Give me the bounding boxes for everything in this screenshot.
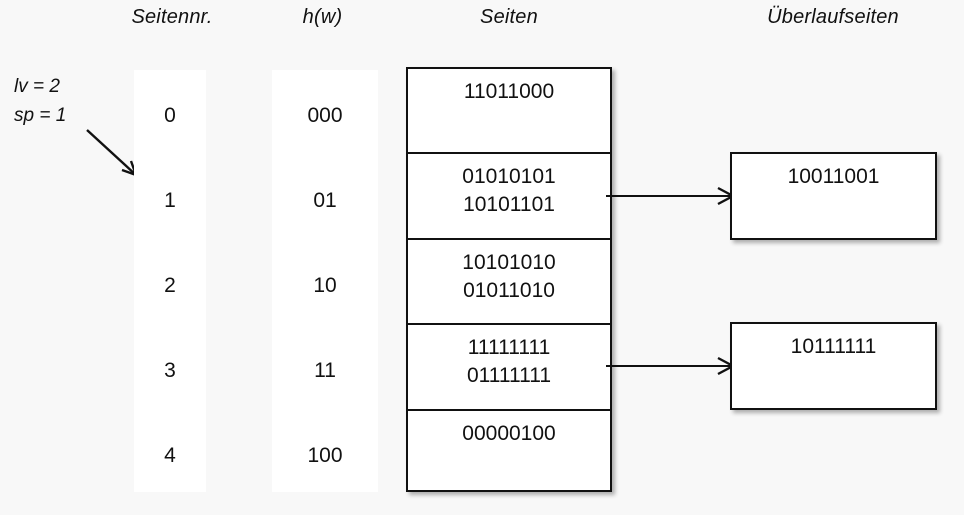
overflow-page-box-2: 10111111 <box>730 322 937 410</box>
hash-value-cell-1: 01 <box>313 189 337 212</box>
page-number-cell-0: 0 <box>164 104 176 127</box>
page-record-1-0: 01010101 <box>462 165 556 188</box>
page-number-cell-2: 2 <box>164 274 176 297</box>
page-record-4-0: 00000100 <box>462 422 556 445</box>
overflow-arrow-icon-2 <box>606 356 736 376</box>
overflow-record-0-0: 10011001 <box>787 165 880 188</box>
overflow-page-box-1: 10011001 <box>730 152 937 240</box>
hash-value-cell-4: 100 <box>307 444 343 467</box>
pages-box: 11011000 01010101 10101101 10101010 01011010… <box>406 67 612 492</box>
page-row-3: 11111111 01111111 <box>408 325 610 411</box>
overflow-arrow-icon-1 <box>606 186 736 206</box>
parameter-annotation: lv = 2 sp = 1 <box>14 72 66 130</box>
hash-value-cell-3: 11 <box>314 359 336 382</box>
hash-value-column: 000 01 10 11 100 <box>272 70 378 492</box>
parameter-sp: sp = 1 <box>14 105 67 126</box>
column-header-seiten: Seiten <box>480 6 538 28</box>
column-header-hw: h(w) <box>302 6 343 28</box>
page-row-1: 01010101 10101101 <box>408 154 610 240</box>
parameter-lv: lv = 2 <box>14 76 60 97</box>
overflow-record-1-0: 10111111 <box>790 335 877 358</box>
column-header-seitennr: Seitennr. <box>131 6 213 28</box>
page-record-0-0: 11011000 <box>463 80 555 103</box>
column-header-ueberlaufseiten: Überlaufseiten <box>767 6 899 28</box>
page-record-2-0: 10101010 <box>462 251 556 274</box>
page-number-cell-1: 1 <box>164 189 176 212</box>
page-row-0: 11011000 <box>408 69 610 154</box>
page-record-2-1: 01011010 <box>463 279 555 302</box>
hash-value-cell-2: 10 <box>313 274 337 297</box>
page-row-4: 00000100 <box>408 411 610 494</box>
page-number-column: 0 1 2 3 4 <box>134 70 206 492</box>
page-row-2: 10101010 01011010 <box>408 240 610 325</box>
hash-value-cell-0: 000 <box>307 104 343 127</box>
page-record-3-1: 01111111 <box>466 364 552 387</box>
page-record-1-1: 10101101 <box>463 193 555 216</box>
page-number-cell-4: 4 <box>164 444 176 467</box>
page-record-3-0: 11111111 <box>467 336 551 359</box>
page-number-cell-3: 3 <box>164 359 176 382</box>
